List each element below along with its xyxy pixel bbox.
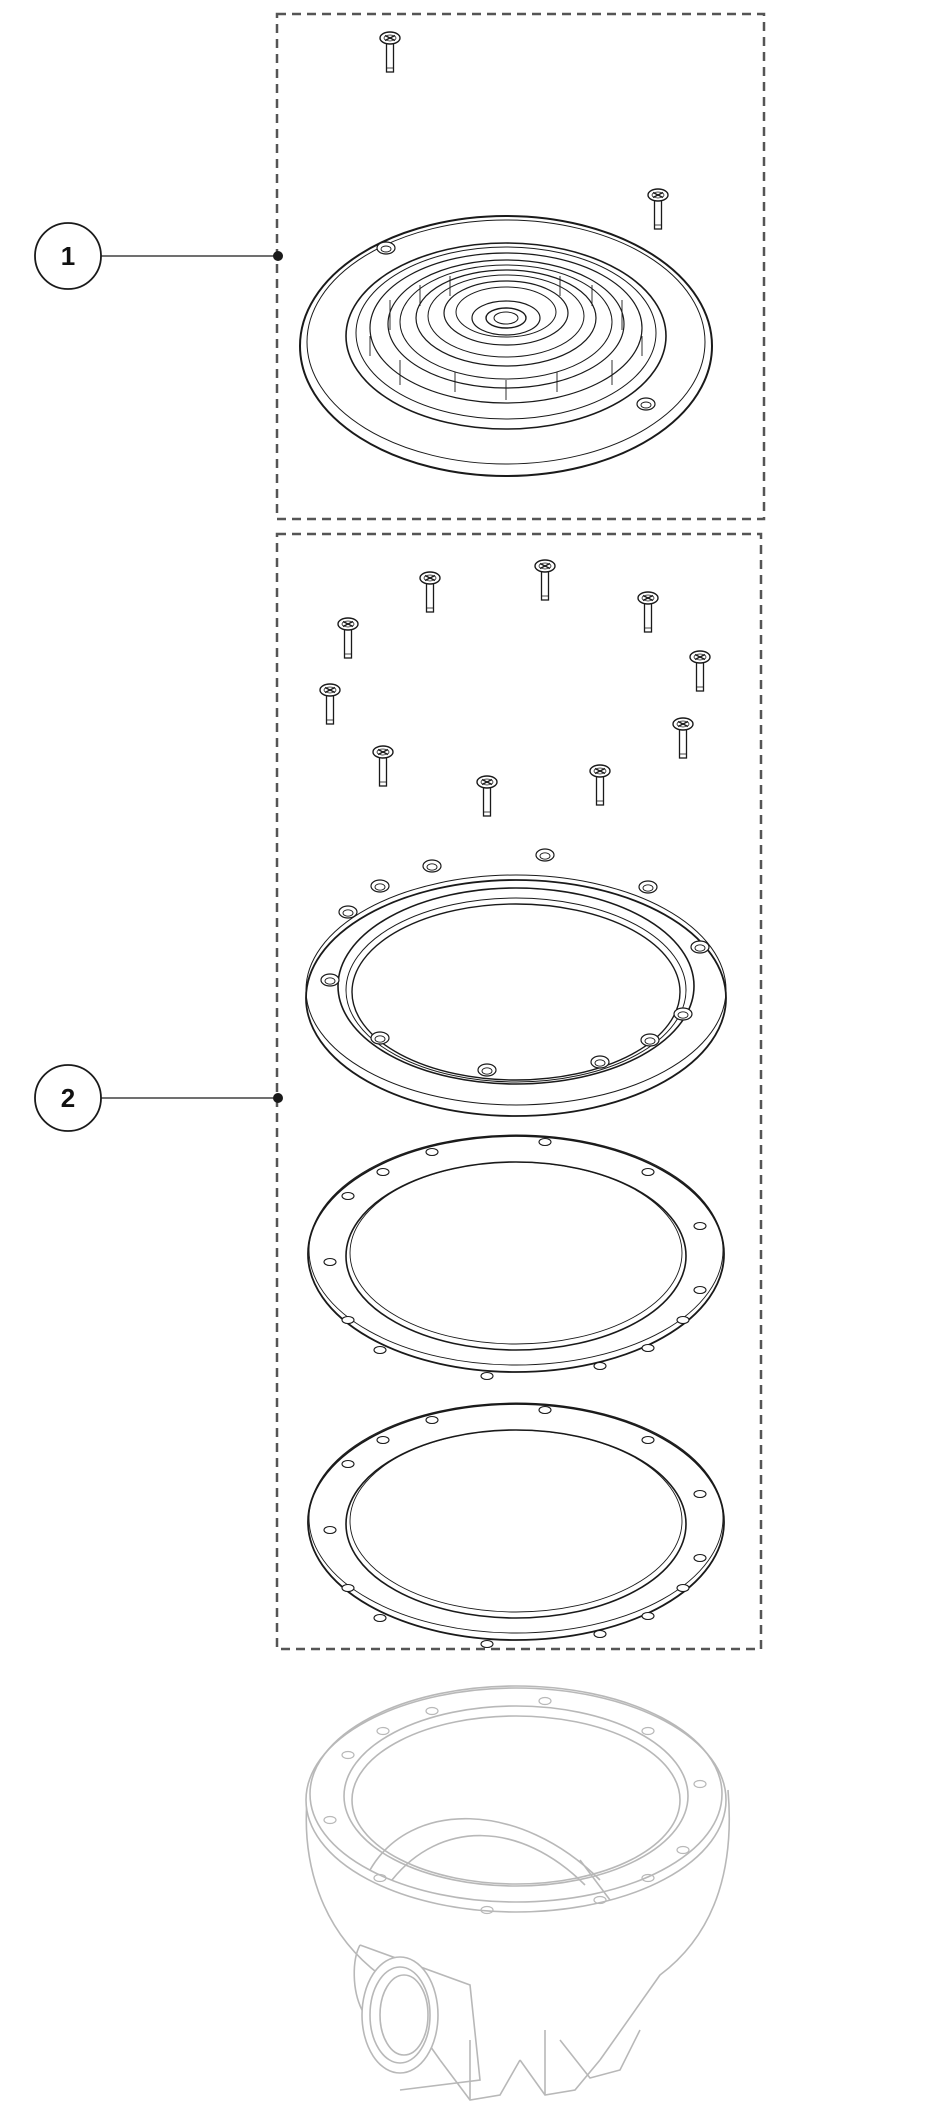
clamping-ring: [305, 848, 727, 1117]
drain-body: [305, 1685, 731, 2101]
cover-screw: [647, 188, 669, 230]
group-2-boundary: [275, 532, 763, 1651]
callout-2: 2: [34, 1064, 283, 1132]
ring-screws: [319, 559, 711, 817]
callout-1-label: 1: [61, 241, 75, 271]
gasket: [307, 1134, 725, 1381]
callout-1: 1: [34, 222, 283, 290]
grate-cover: [299, 215, 713, 477]
callout-2-label: 2: [61, 1083, 75, 1113]
cover-screw: [379, 31, 401, 73]
group-1-boundary: [275, 12, 766, 521]
gasket: [307, 1402, 725, 1649]
